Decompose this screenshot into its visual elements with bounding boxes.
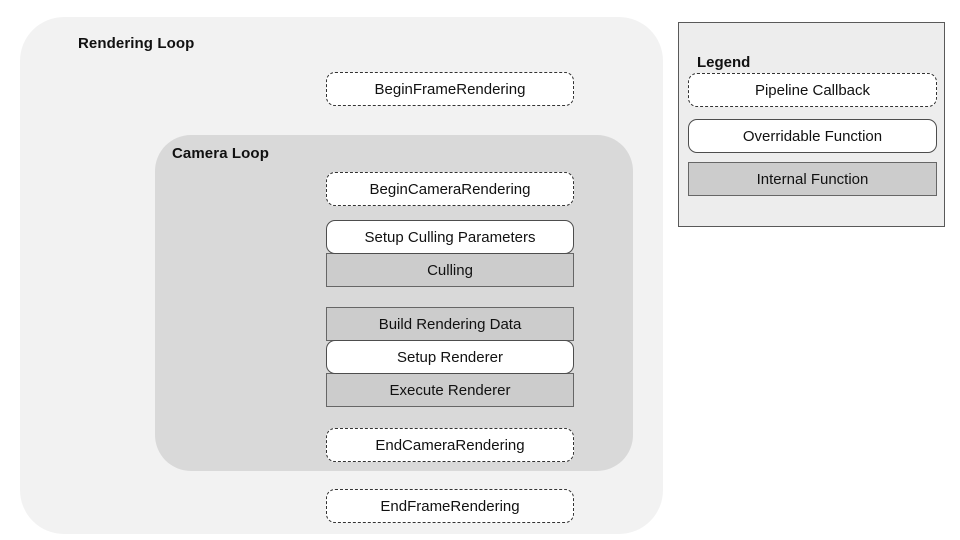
node-label: Execute Renderer bbox=[389, 381, 511, 399]
node-build-rendering-data[interactable]: Build Rendering Data bbox=[326, 307, 574, 341]
node-setup-culling-parameters[interactable]: Setup Culling Parameters bbox=[326, 220, 574, 254]
legend-item-overridable-function: Overridable Function bbox=[688, 119, 937, 153]
node-culling[interactable]: Culling bbox=[326, 253, 574, 287]
node-setup-renderer[interactable]: Setup Renderer bbox=[326, 340, 574, 374]
node-label: BeginCameraRendering bbox=[369, 180, 531, 198]
legend-item-internal-function: Internal Function bbox=[688, 162, 937, 196]
legend-item-label: Pipeline Callback bbox=[754, 81, 871, 99]
node-label: Setup Renderer bbox=[397, 348, 503, 366]
legend-item-pipeline-callback: Pipeline Callback bbox=[688, 73, 937, 107]
rendering-loop-label: Rendering Loop bbox=[78, 35, 195, 52]
legend-item-label: Internal Function bbox=[756, 170, 869, 188]
node-label: Setup Culling Parameters bbox=[364, 228, 536, 246]
node-label: Build Rendering Data bbox=[378, 315, 522, 333]
node-end-frame-rendering[interactable]: EndFrameRendering bbox=[326, 489, 574, 523]
node-begin-camera-rendering[interactable]: BeginCameraRendering bbox=[326, 172, 574, 206]
legend-title: Legend bbox=[697, 54, 751, 71]
node-label: EndCameraRendering bbox=[375, 436, 525, 454]
node-begin-frame-rendering[interactable]: BeginFrameRendering bbox=[326, 72, 574, 106]
legend-item-label: Overridable Function bbox=[742, 127, 883, 145]
node-label: BeginFrameRendering bbox=[374, 80, 526, 98]
node-label: EndFrameRendering bbox=[380, 497, 520, 515]
camera-loop-label: Camera Loop bbox=[172, 145, 269, 162]
legend-panel: Legend Pipeline Callback Overridable Fun… bbox=[678, 22, 945, 227]
node-label: Culling bbox=[427, 261, 473, 279]
node-execute-renderer[interactable]: Execute Renderer bbox=[326, 373, 574, 407]
node-end-camera-rendering[interactable]: EndCameraRendering bbox=[326, 428, 574, 462]
